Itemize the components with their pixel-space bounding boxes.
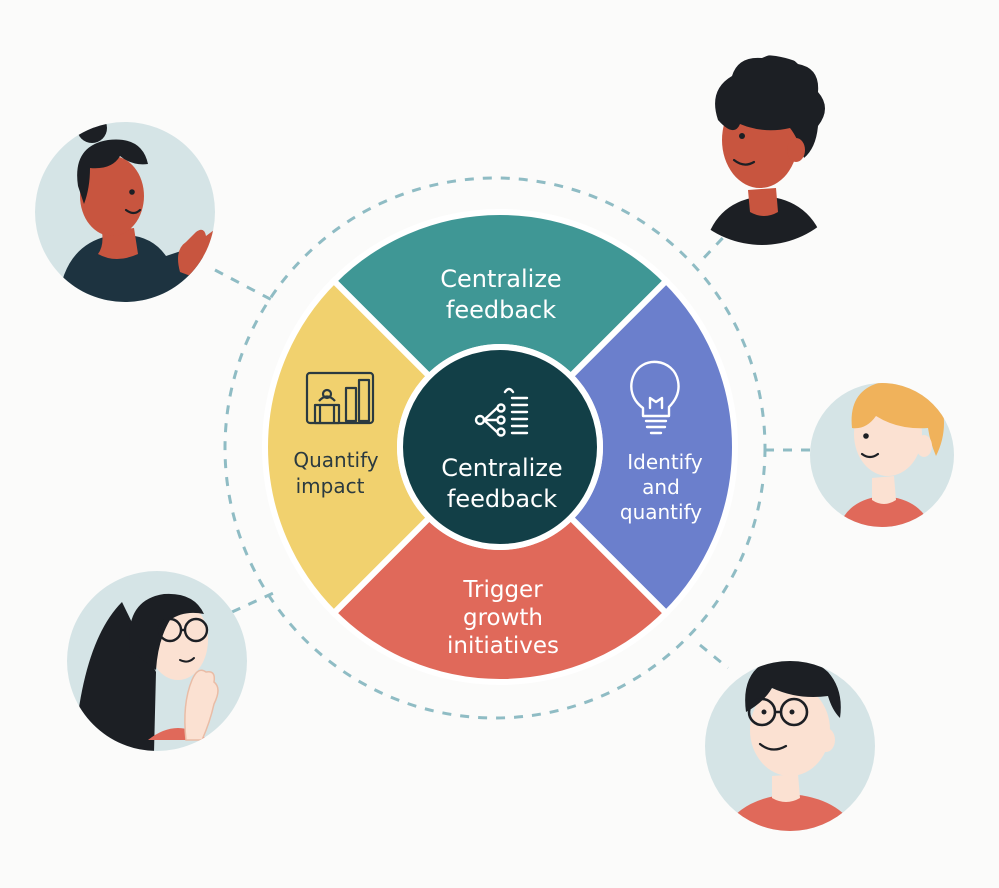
lightbulb-icon bbox=[630, 360, 680, 435]
person-curly-hair-avatar[interactable] bbox=[667, 54, 857, 250]
segment-right-label-line1: Identify bbox=[627, 450, 703, 474]
segment-bottom-label-line3: initiatives bbox=[447, 633, 559, 659]
connector-bottom-right bbox=[699, 643, 729, 670]
center-label-line2: feedback bbox=[447, 485, 557, 513]
segment-right-label-line3: quantify bbox=[620, 500, 702, 524]
segment-top-label-line2: feedback bbox=[446, 296, 556, 324]
segment-bottom-label-line1: Trigger bbox=[462, 577, 543, 603]
person-waving-avatar[interactable] bbox=[35, 113, 219, 306]
person-blond-avatar[interactable] bbox=[810, 381, 954, 530]
connector-bottom-left bbox=[231, 588, 281, 614]
person-glasses-long-hair-avatar[interactable] bbox=[67, 571, 247, 752]
segment-left-label-line1: Quantify bbox=[293, 448, 378, 472]
segment-right-label-line2: and bbox=[642, 475, 680, 499]
segment-top-label-line1: Centralize bbox=[440, 265, 561, 293]
center-hub[interactable] bbox=[397, 344, 603, 550]
segment-bottom-label-line2: growth bbox=[463, 605, 543, 631]
dashed-orbit-ring bbox=[223, 176, 767, 720]
segment-left-label-line2: impact bbox=[296, 474, 365, 498]
flow-network-icon bbox=[474, 387, 529, 437]
person-glasses-avatar[interactable] bbox=[705, 657, 875, 834]
connector-top-left bbox=[214, 268, 273, 302]
center-label-line1: Centralize bbox=[441, 454, 562, 482]
bar-chart-icon bbox=[305, 371, 375, 425]
